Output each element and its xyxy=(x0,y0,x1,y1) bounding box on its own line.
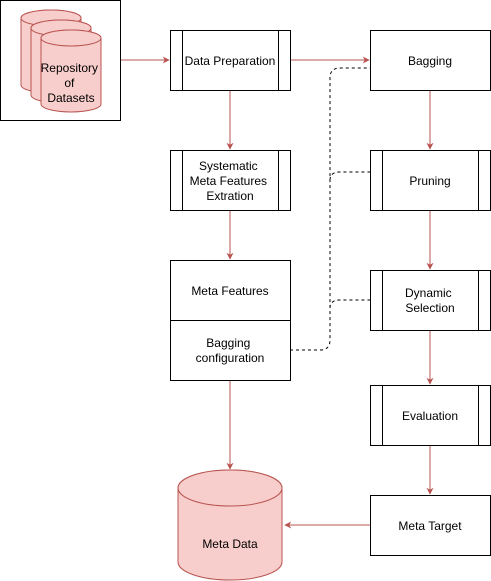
data-preparation-label: Data Preparation xyxy=(185,54,276,68)
evaluation-box xyxy=(370,385,491,446)
bagging-label: Bagging xyxy=(408,54,452,68)
repository-node: Repository of Datasets xyxy=(0,0,121,121)
evaluation-label: Evaluation xyxy=(402,409,458,423)
dashed-edge-config-to-pruning xyxy=(329,171,370,181)
dashed-edge-config-to-bagging xyxy=(290,67,370,351)
repository-label-line-1: Repository xyxy=(41,61,98,75)
meta-data-label-line-1: Meta Data xyxy=(202,537,258,551)
meta-target-label: Meta Target xyxy=(398,519,462,533)
dynamic-selection-label-line-1: Dynamic xyxy=(405,286,452,300)
meta-target-label-line-1: Meta Target xyxy=(398,519,462,533)
data-preparation-node: Data Preparation xyxy=(170,30,291,91)
pruning-label-line-1: Pruning xyxy=(409,174,450,188)
systematic-meta-features-label-line-1: Systematic xyxy=(199,159,258,173)
pruning-box xyxy=(370,150,491,211)
bagging-configuration-label: Bagging configuration xyxy=(196,336,265,365)
repository-label: Repository of Datasets xyxy=(41,61,102,105)
bagging-label-line-1: Bagging xyxy=(408,54,452,68)
data-preparation-box xyxy=(170,30,291,91)
bagging-configuration-node: Bagging configuration xyxy=(170,320,291,381)
systematic-meta-features-box xyxy=(170,150,291,211)
bagging-configuration-label-line-2: configuration xyxy=(196,351,265,365)
edges xyxy=(120,56,434,529)
evaluation-label-line-1: Evaluation xyxy=(402,409,458,423)
systematic-meta-features-label-line-3: Extration xyxy=(206,189,253,203)
bagging-node: Bagging xyxy=(370,30,491,91)
repository-label-line-3: Datasets xyxy=(47,91,94,105)
meta-features-node: Meta Features xyxy=(170,260,291,321)
evaluation-node: Evaluation xyxy=(370,385,491,446)
meta-data-cylinder-top xyxy=(177,469,283,507)
data-preparation-label-line-1: Data Preparation xyxy=(185,54,276,68)
repository-cylinder-front-top xyxy=(40,29,102,47)
dashed-edge-config-to-dynamic-selection xyxy=(329,299,370,309)
meta-target-box xyxy=(370,495,491,556)
bagging-configuration-box xyxy=(170,320,291,381)
bagging-configuration-label-line-1: Bagging xyxy=(206,336,250,350)
meta-data-label: Meta Data xyxy=(202,537,258,551)
dashed-edges xyxy=(290,67,370,351)
systematic-meta-features-label: Systematic Meta Features Extration xyxy=(190,159,271,203)
meta-features-box xyxy=(170,260,291,321)
meta-data-node: Meta Data xyxy=(177,469,283,581)
repository-label-line-2: of xyxy=(64,76,75,90)
dynamic-selection-label-line-2: Selection xyxy=(405,301,454,315)
dynamic-selection-box xyxy=(370,270,491,331)
dynamic-selection-label: Dynamic Selection xyxy=(405,286,455,315)
systematic-meta-features-label-line-2: Meta Features xyxy=(190,174,267,188)
meta-features-label-line-1: Meta Features xyxy=(191,284,268,298)
meta-features-label: Meta Features xyxy=(191,284,268,298)
pruning-label: Pruning xyxy=(409,174,450,188)
pruning-node: Pruning xyxy=(370,150,491,211)
systematic-meta-features-node: Systematic Meta Features Extration xyxy=(170,150,291,211)
meta-target-node: Meta Target xyxy=(370,495,491,556)
dynamic-selection-node: Dynamic Selection xyxy=(370,270,491,331)
